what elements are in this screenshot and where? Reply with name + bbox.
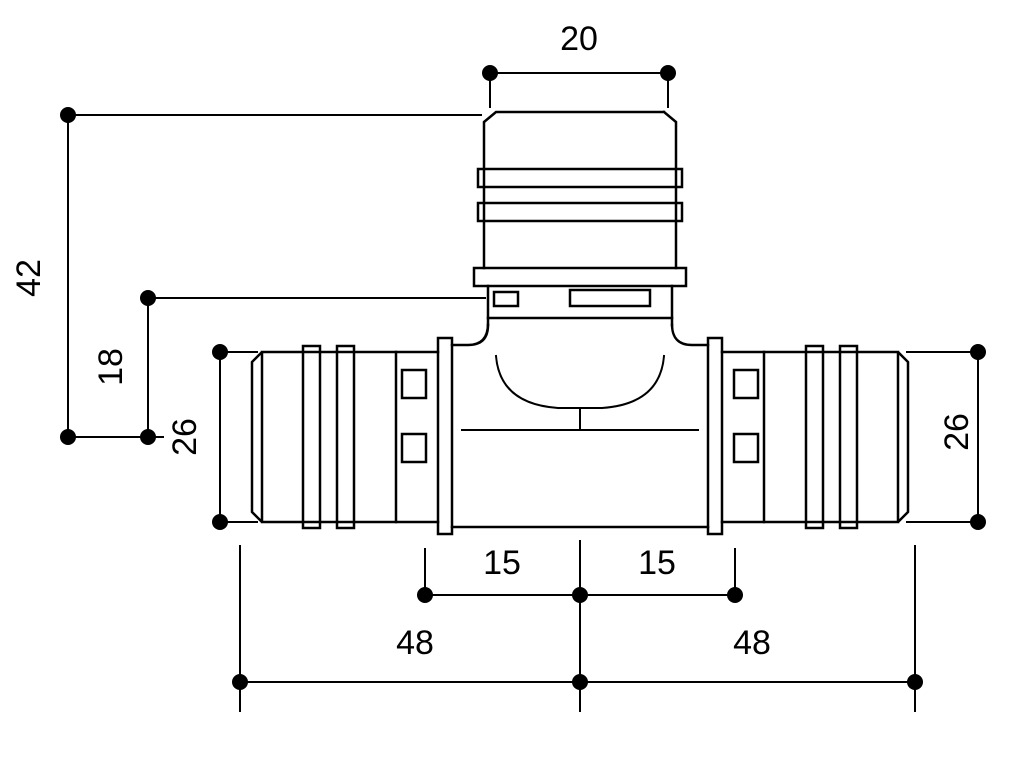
dimension-18-left: 18 (92, 290, 486, 445)
dim-dot (60, 429, 76, 445)
dim-42-label: 42 (10, 259, 48, 297)
dim-dot (970, 514, 986, 530)
dim-dot (482, 65, 498, 81)
dim-dot (907, 674, 923, 690)
fillet-right (670, 323, 710, 347)
dim-dot (727, 587, 743, 603)
dim-26-left-label: 26 (166, 418, 204, 456)
dimension-20-top: 20 (482, 20, 676, 108)
flange-left (436, 336, 454, 536)
dim-26-right-label: 26 (938, 413, 976, 451)
dim-48-left-label: 48 (396, 624, 434, 662)
top-branch-rib-1 (476, 167, 684, 189)
tee-fitting-drawing (250, 110, 910, 536)
internal-bore-lines (461, 354, 699, 431)
dim-15-right-label: 15 (638, 544, 676, 582)
top-branch-window-small (492, 290, 520, 308)
dimension-15-pair: 15 15 (417, 544, 743, 603)
dimension-48-pair: 48 48 (232, 540, 923, 712)
dim-dot (660, 65, 676, 81)
left-sleeve-rib-2 (335, 344, 356, 530)
dim-48-right-label: 48 (733, 624, 771, 662)
dim-dot (417, 587, 433, 603)
dim-18-label: 18 (92, 348, 130, 386)
dimensions: 20 42 18 26 (10, 20, 986, 712)
top-branch-collar (472, 266, 688, 288)
dim-line (147, 297, 486, 437)
top-branch-outline (482, 110, 678, 270)
left-body-window-bottom (400, 432, 428, 464)
right-sleeve-rib-2 (838, 344, 859, 530)
dim-dot (212, 344, 228, 360)
right-body-window-bottom (732, 432, 760, 464)
dim-15-left-label: 15 (483, 544, 521, 582)
dim-line (67, 114, 482, 438)
dimension-26-right: 26 (906, 344, 986, 530)
dimension-26-left: 26 (166, 344, 258, 530)
dim-dot (140, 290, 156, 306)
dim-line (489, 72, 669, 108)
dim-dot (572, 674, 588, 690)
dim-dot (970, 344, 986, 360)
dim-dot (212, 514, 228, 530)
fillet-left (450, 323, 490, 347)
dim-dot (60, 107, 76, 123)
right-sleeve-rib-1 (804, 344, 825, 530)
left-sleeve-outline (250, 350, 440, 524)
left-sleeve-rib-1 (301, 344, 322, 530)
dim-dot (232, 674, 248, 690)
dim-dot (140, 429, 156, 445)
dim-20-label: 20 (560, 20, 598, 58)
left-body-window-top (400, 368, 428, 400)
right-sleeve-outline (720, 350, 910, 524)
dimension-42-left: 42 (10, 107, 482, 445)
flange-right (706, 336, 724, 536)
top-branch-window-wide (568, 288, 652, 308)
right-body-window-top (732, 368, 760, 400)
top-branch-rib-2 (476, 201, 684, 223)
